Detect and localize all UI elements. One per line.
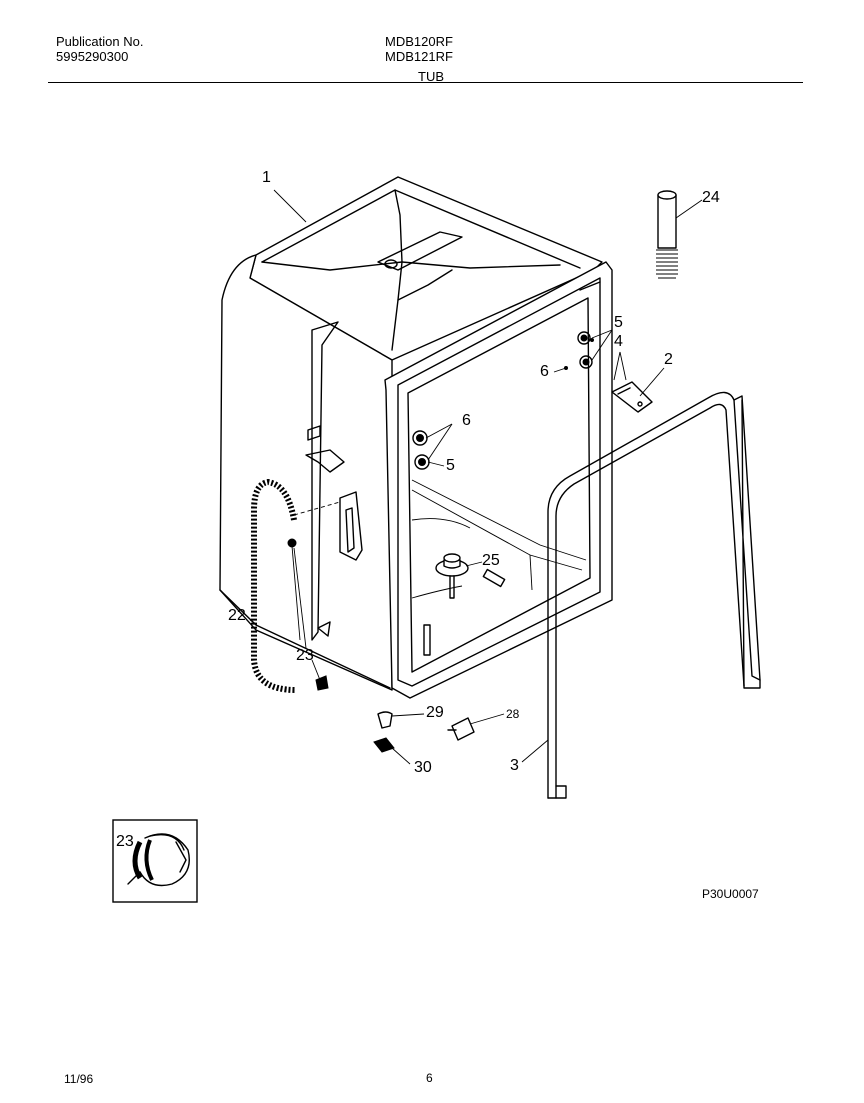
part-2-bracket (611, 381, 653, 413)
callout-24: 24 (702, 189, 720, 206)
callout-1: 1 (262, 169, 271, 186)
model-number-2: MDB121RF (385, 49, 453, 64)
callout-3: 3 (510, 757, 519, 774)
callout-5-upper: 5 (614, 314, 623, 331)
part-24-stud (656, 190, 678, 279)
callout-6-upper: 6 (540, 363, 549, 380)
callout-30: 30 (414, 759, 432, 776)
callout-22: 22 (228, 607, 246, 624)
publication-number: 5995290300 (56, 49, 129, 64)
callout-28: 28 (506, 707, 520, 721)
tub-front-frame (384, 261, 613, 699)
frame-fasteners (412, 331, 594, 470)
model-number-1: MDB120RF (385, 34, 453, 49)
tub-body (219, 176, 603, 691)
callout-23: 23 (296, 647, 314, 664)
callout-25: 25 (482, 552, 500, 569)
callout-4: 4 (614, 333, 623, 350)
footer-date: 11/96 (64, 1072, 94, 1086)
callout-23-inset: 23 (116, 833, 134, 850)
part-3-gasket (547, 391, 761, 799)
header-rule (48, 82, 803, 83)
diagram-code: P30U0007 (702, 887, 759, 901)
part-25-float (435, 553, 469, 599)
footer-page-number: 6 (426, 1071, 433, 1085)
part-22-hose (251, 478, 341, 693)
callout-29: 29 (426, 704, 444, 721)
clamp-inset (112, 819, 198, 903)
publication-label: Publication No. (56, 34, 144, 49)
callout-5-lower: 5 (446, 457, 455, 474)
section-title: TUB (418, 69, 444, 84)
leader-lines (249, 189, 703, 765)
callout-6-lower: 6 (462, 412, 471, 429)
callout-2: 2 (664, 351, 673, 368)
parts-28-29-30 (373, 711, 475, 753)
